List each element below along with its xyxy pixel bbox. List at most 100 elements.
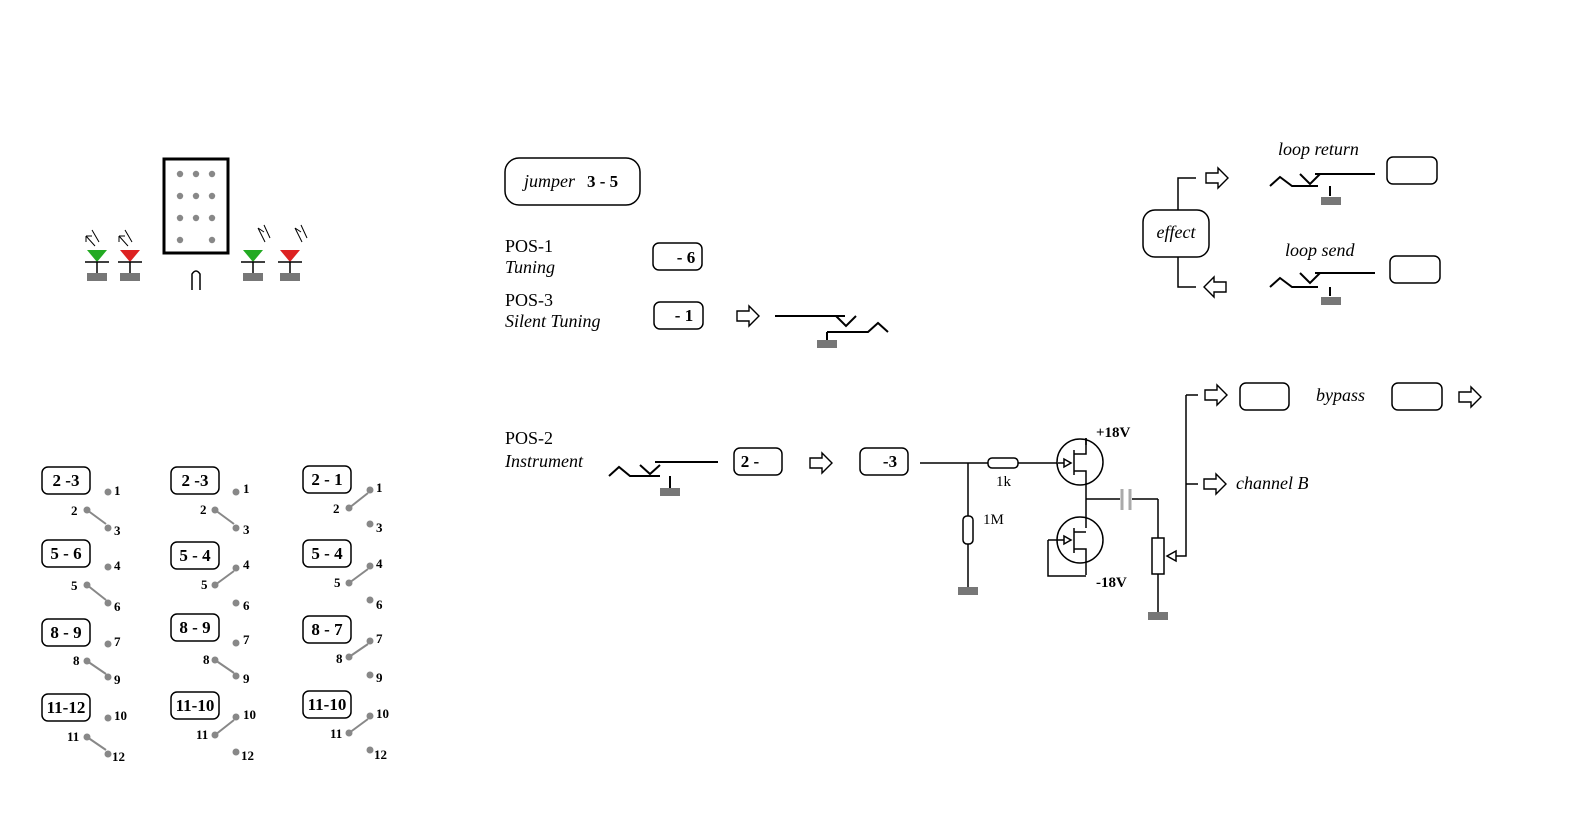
pin-number: 3: [114, 523, 121, 538]
connector-pins: [176, 170, 216, 244]
jack-icon: [1269, 173, 1375, 196]
pos2-box-b: [859, 447, 909, 476]
switch-diagram: [83, 488, 112, 758]
switch-label: 8 - 9: [179, 618, 210, 637]
jack-icon: [775, 315, 889, 340]
connector-tab: [191, 270, 201, 290]
arrow-right-icon: [809, 452, 833, 474]
led-green-2: [241, 224, 271, 281]
pin-number: 11: [67, 729, 79, 744]
switch-label: 2 -3: [53, 471, 80, 490]
pin-number: 12: [112, 749, 125, 764]
pos1-box-label: - 6: [677, 248, 695, 267]
switch-label: 5 - 4: [311, 544, 343, 563]
connector-block: [162, 157, 230, 290]
pos2-label: POS-2: [505, 428, 553, 448]
switch-label-box: [170, 541, 220, 570]
led-red-2: [278, 224, 308, 281]
led-green-1: [85, 229, 109, 281]
buffer-circuit: [920, 395, 1187, 612]
pin-number: 2: [200, 502, 207, 517]
input-jack-icon: [608, 461, 718, 488]
pin-number: 9: [114, 672, 121, 687]
resistor-1m-label: 1M: [983, 512, 1004, 528]
switch-label: 8 - 7: [311, 620, 343, 639]
pin-number: 10: [376, 706, 389, 721]
pin-number: 2: [71, 503, 78, 518]
loop-send-jack-box: [1389, 255, 1441, 284]
switch-label-box: [41, 539, 91, 568]
switch-label: 11-10: [176, 696, 215, 715]
pos3-sub: Silent Tuning: [505, 311, 601, 331]
switch-column-3: 2 - 1 5 - 4 8 - 7 11-10 1 2 3 4 5 6 7 8 …: [302, 465, 389, 762]
effect-box: effect: [1142, 209, 1210, 258]
pin-number: 10: [114, 708, 127, 723]
bypass-label: bypass: [1316, 385, 1365, 405]
pos2-box-b-label: -3: [883, 452, 897, 471]
switch-label-box: [302, 690, 352, 719]
pos1-sub: Tuning: [505, 257, 555, 277]
switch-label-box: [302, 539, 352, 568]
bypass-jack-box: [1391, 382, 1443, 411]
switch-label-box: [302, 615, 352, 644]
arrow-right-icon: [736, 305, 760, 327]
switch-label: 11-10: [308, 695, 347, 714]
effect-label: effect: [1157, 222, 1197, 242]
resistor-1m: [962, 515, 974, 545]
pos3-box-label: - 1: [675, 306, 693, 325]
switch-label-box: [41, 618, 91, 647]
pin-number: 8: [203, 652, 210, 667]
switch-label-box: [170, 613, 220, 642]
pin-number: 10: [243, 707, 256, 722]
arrow-right-icon: [1205, 167, 1229, 189]
pos3-label: POS-3: [505, 290, 553, 310]
transistor-upper: [1056, 438, 1104, 486]
switch-label-box: [302, 465, 352, 494]
pin-number: 8: [73, 653, 80, 668]
switch-label: 5 - 4: [179, 546, 211, 565]
pin-number: 5: [201, 577, 208, 592]
switch-column-2: 2 -3 5 - 4 8 - 9 11-10 1 2 3 4 5 6 7 8 9…: [170, 466, 256, 763]
pin-number: 5: [71, 578, 78, 593]
pos3-box: [653, 301, 704, 330]
pos2-sub: Instrument: [504, 451, 584, 471]
resistor-1k-label: 1k: [996, 474, 1012, 490]
pin-number: 6: [114, 599, 121, 614]
pos1-label: POS-1: [505, 236, 553, 256]
pin-number: 1: [243, 481, 250, 496]
jumper-box: jumper 3 - 5: [504, 157, 641, 206]
supply-negative-label: -18V: [1096, 575, 1127, 591]
switch-label: 2 -3: [182, 471, 209, 490]
output-jack-box: [1239, 382, 1290, 411]
channel-b-label: channel B: [1236, 473, 1308, 493]
switch-label: 11-12: [47, 698, 86, 717]
loop-return-label: loop return: [1278, 139, 1359, 159]
pin-number: 6: [243, 598, 250, 613]
supply-positive-label: +18V: [1096, 425, 1131, 441]
arrow-right-icon: [1204, 384, 1228, 406]
pin-number: 5: [334, 575, 341, 590]
arrow-left-icon: [1203, 276, 1227, 298]
pin-number: 6: [376, 597, 383, 612]
pin-number: 7: [114, 634, 121, 649]
switch-label: 2 - 1: [311, 470, 342, 489]
pin-number: 4: [376, 556, 383, 571]
pin-number: 9: [243, 671, 250, 686]
switch-label-box: [41, 466, 91, 495]
jumper-value: 3 - 5: [587, 172, 618, 191]
pin-number: 9: [376, 670, 383, 685]
pos1-box: [652, 242, 703, 271]
switch-label-box: [170, 691, 220, 720]
pos2-box-a: [733, 447, 783, 476]
pin-number: 11: [196, 727, 208, 742]
loop-return-jack-box: [1386, 156, 1438, 185]
switch-label: 8 - 9: [50, 623, 81, 642]
switch-label-box: [170, 466, 220, 495]
pin-number: 8: [336, 651, 343, 666]
led-red-1: [118, 229, 142, 281]
pin-number: 1: [376, 480, 383, 495]
jack-icon: [1269, 272, 1375, 296]
switch-label: 5 - 6: [50, 544, 81, 563]
volume-pot: [1151, 537, 1165, 575]
